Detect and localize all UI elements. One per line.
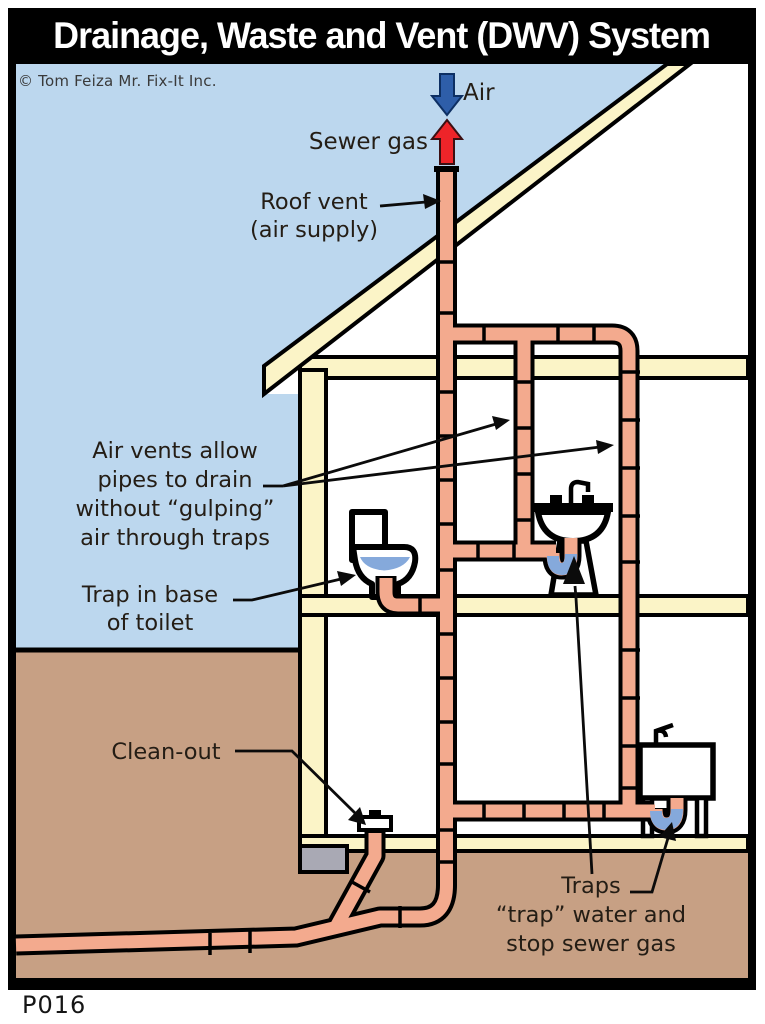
- ground: [14, 647, 748, 978]
- tub-faucet: [653, 722, 674, 745]
- basement-floor-band: [298, 834, 750, 853]
- toilet-water: [360, 557, 410, 571]
- copyright-note: © Tom Feiza Mr. Fix-It Inc.: [18, 72, 217, 90]
- sink-faucet: [568, 479, 591, 503]
- sewer-gas-label: Sewer gas: [308, 129, 428, 155]
- page-title: Drainage, Waste and Vent (DWV) System: [53, 15, 711, 56]
- traps-line-2: “trap” water and: [495, 902, 687, 928]
- roof-vent-label: Roof vent (air supply): [236, 188, 392, 244]
- traps-line-3: stop sewer gas: [506, 931, 676, 957]
- air-vents-line-2: pipes to drain: [97, 467, 253, 493]
- leader-arrowheads: [337, 194, 676, 841]
- figure-code: P016: [22, 991, 87, 1019]
- air-vents-line-4: air through traps: [80, 525, 270, 551]
- roof: [262, 62, 696, 399]
- toilet-trap-leader: [233, 577, 342, 602]
- air-vents-leaders: [263, 422, 601, 488]
- traps-note: Traps “trap” water and stop sewer gas: [486, 872, 696, 959]
- sink-handle-right: [582, 495, 594, 504]
- title-bar: Drainage, Waste and Vent (DWV) System: [8, 10, 755, 62]
- toilet: [349, 509, 419, 600]
- roof-vent-line-1: Roof vent: [260, 189, 368, 215]
- tub-basin: [637, 742, 716, 801]
- attic-vent-and-right-stack: [446, 327, 636, 808]
- air-vents-line-1: Air vents allow: [92, 438, 258, 464]
- air-vents-note: Air vents allow pipes to drain without “…: [66, 437, 284, 553]
- clean-out-riser: [331, 833, 382, 929]
- sink-rim: [531, 503, 613, 512]
- trap-water: [547, 553, 683, 831]
- air-vents-line-3: without “gulping”: [75, 496, 275, 522]
- second-floor-band: [298, 594, 750, 617]
- footing: [298, 844, 349, 874]
- air-label: Air: [463, 80, 495, 106]
- tub-leg-right: [694, 795, 709, 839]
- roof-vent-line-2: (air supply): [249, 217, 379, 243]
- toilet-branch: [379, 578, 444, 612]
- leader-lines: [233, 200, 670, 894]
- air-down-arrow: [429, 73, 465, 117]
- toilet-trap-line-1: Trap in base: [81, 582, 219, 608]
- laundry-trap-leader: [630, 837, 670, 894]
- clean-out-cap: [357, 810, 393, 832]
- gable-wall: [266, 64, 748, 394]
- sink-trap-leader: [573, 585, 594, 875]
- pipe-joints: [208, 260, 640, 955]
- roof-vent-leader: [379, 200, 427, 208]
- toilet-trap-line-2: of toilet: [106, 610, 194, 636]
- traps-line-1: Traps: [561, 873, 621, 899]
- sewer-gas-up-arrow: [429, 118, 465, 165]
- sink-bowl: [534, 509, 612, 545]
- main-stack: [15, 171, 453, 952]
- clean-out-leader: [235, 749, 356, 814]
- toilet-trap-label: Trap in base of toilet: [60, 581, 240, 637]
- clean-out-label: Clean-out: [111, 739, 221, 765]
- sink-handle-left: [550, 495, 562, 504]
